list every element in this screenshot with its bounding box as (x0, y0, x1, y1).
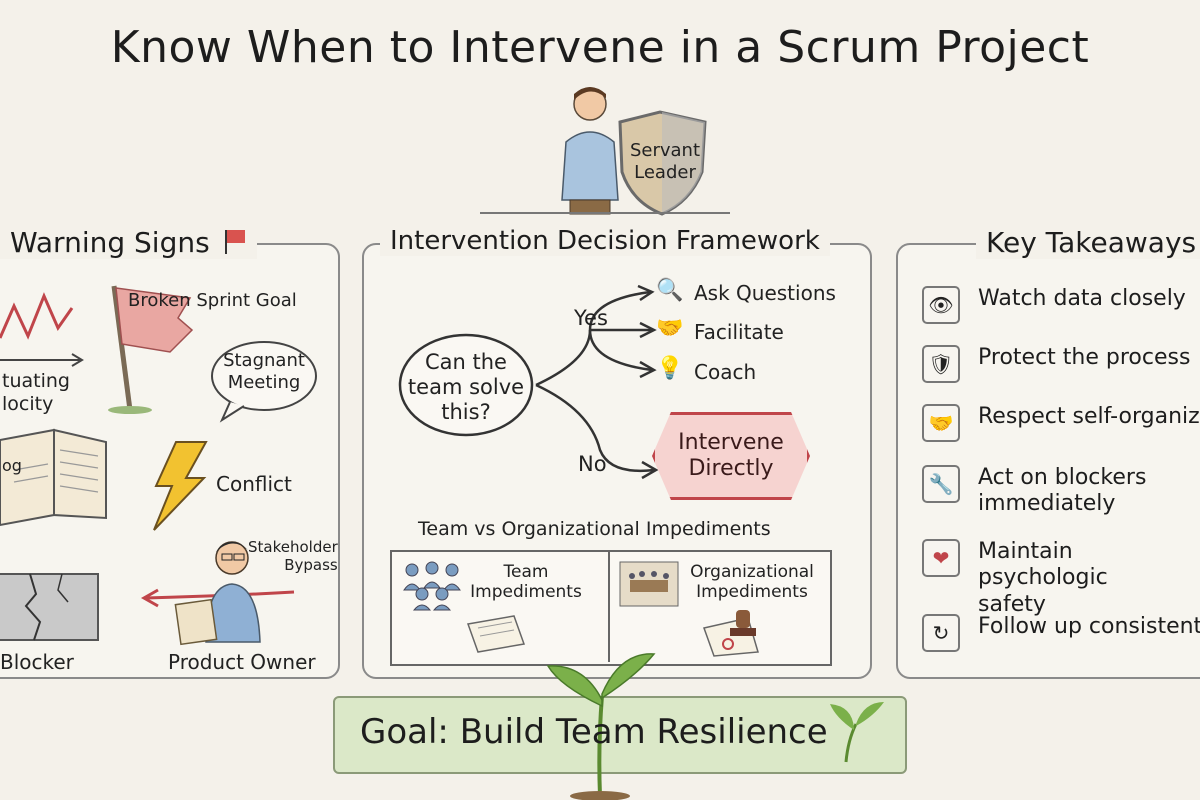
takeaway-item: ↻ Follow up consistent (922, 614, 1200, 652)
goal-text: Goal: Build Team Resilience (360, 712, 828, 752)
takeaway-item: 👁 Watch data closely (922, 286, 1186, 324)
framework-title: Intervention Decision Framework (380, 226, 830, 256)
takeaway-item: 🛡 Protect the process (922, 345, 1190, 383)
red-flag-icon (223, 228, 247, 254)
heart-icon: ❤ (922, 539, 960, 577)
cracked-block-icon (0, 573, 99, 641)
servant-leader-illustration (561, 87, 707, 216)
goal-banner (333, 696, 907, 774)
product-owner-label: Product Owner (168, 650, 316, 674)
takeaway-item: 🔧 Act on blockers immediately (922, 465, 1146, 518)
lightning-icon (153, 441, 208, 531)
takeaway-item: 🤝 Respect self-organiz (922, 404, 1200, 442)
product-owner-illustration (140, 541, 295, 646)
backlog-label: og (2, 456, 22, 475)
intervene-directly-label: Intervene Directly (678, 429, 784, 481)
handshake-icon: 🤝 (922, 404, 960, 442)
blocker-label: Blocker (0, 650, 74, 674)
stagnant-meeting-label: Stagnant Meeting (223, 350, 305, 393)
magnifier-icon: 🔍 (656, 278, 684, 303)
takeaway-text: Protect the process (978, 345, 1191, 370)
yes-label: Yes (574, 306, 608, 330)
document-icon (466, 615, 526, 653)
coach-label: Coach (694, 360, 757, 384)
refresh-icon: ↻ (922, 614, 960, 652)
impediments-table (390, 550, 832, 666)
speech-bubble-icon (211, 341, 317, 423)
handshake-icon: 🤝 (656, 316, 684, 341)
broken-sprint-goal-label: Broken Sprint Goal (128, 290, 297, 311)
decision-ellipse (398, 333, 534, 437)
stamp-icon (703, 610, 759, 657)
warning-signs-title-text: Warning Signs (10, 226, 210, 259)
broken-flag-icon (108, 285, 194, 414)
shield-icon: 🛡 (922, 345, 960, 383)
decision-question: Can the team solve this? (407, 350, 525, 425)
pedestal-line (480, 212, 730, 214)
team-icon (403, 561, 461, 611)
warning-signs-title: Warning Signs (0, 226, 257, 259)
ask-questions-label: Ask Questions (694, 281, 836, 305)
impediments-divider (608, 552, 610, 662)
page-title: Know When to Intervene in a Scrum Projec… (110, 22, 1090, 73)
conflict-label: Conflict (216, 472, 292, 496)
team-impediments-label: Team Impediments (470, 562, 582, 603)
intervene-directly-box: Intervene Directly (652, 412, 810, 500)
facilitate-label: Facilitate (694, 320, 784, 344)
takeaways-title: Key Takeaways (976, 226, 1200, 259)
small-sprout-icon (830, 702, 884, 763)
eye-icon: 👁 (922, 286, 960, 324)
book-icon (0, 428, 107, 527)
sprout-icon (546, 653, 656, 800)
servant-leader-label: Servant Leader (629, 140, 701, 183)
takeaway-text: Maintain psychologic safety (978, 539, 1108, 617)
fluctuating-velocity-icon (0, 292, 84, 367)
takeaway-item: ❤ Maintain psychologic safety (922, 539, 1200, 618)
takeaway-text: Follow up consistent (978, 614, 1200, 639)
impediments-title: Team vs Organizational Impediments (418, 518, 771, 540)
meeting-room-icon (619, 561, 679, 607)
takeaway-text: Respect self-organiz (978, 404, 1200, 429)
no-label: No (578, 452, 607, 476)
lightbulb-icon: 💡 (656, 356, 684, 381)
takeaway-text: Watch data closely (978, 286, 1186, 311)
fluctuating-velocity-label: tuating locity (2, 370, 70, 415)
org-impediments-label: Organizational Impediments (690, 562, 814, 603)
takeaway-text: Act on blockers immediately (978, 465, 1147, 517)
decision-branches (535, 284, 659, 480)
wrench-icon: 🔧 (922, 465, 960, 503)
stakeholder-bypass-label: Stakeholder Bypass (248, 538, 338, 574)
